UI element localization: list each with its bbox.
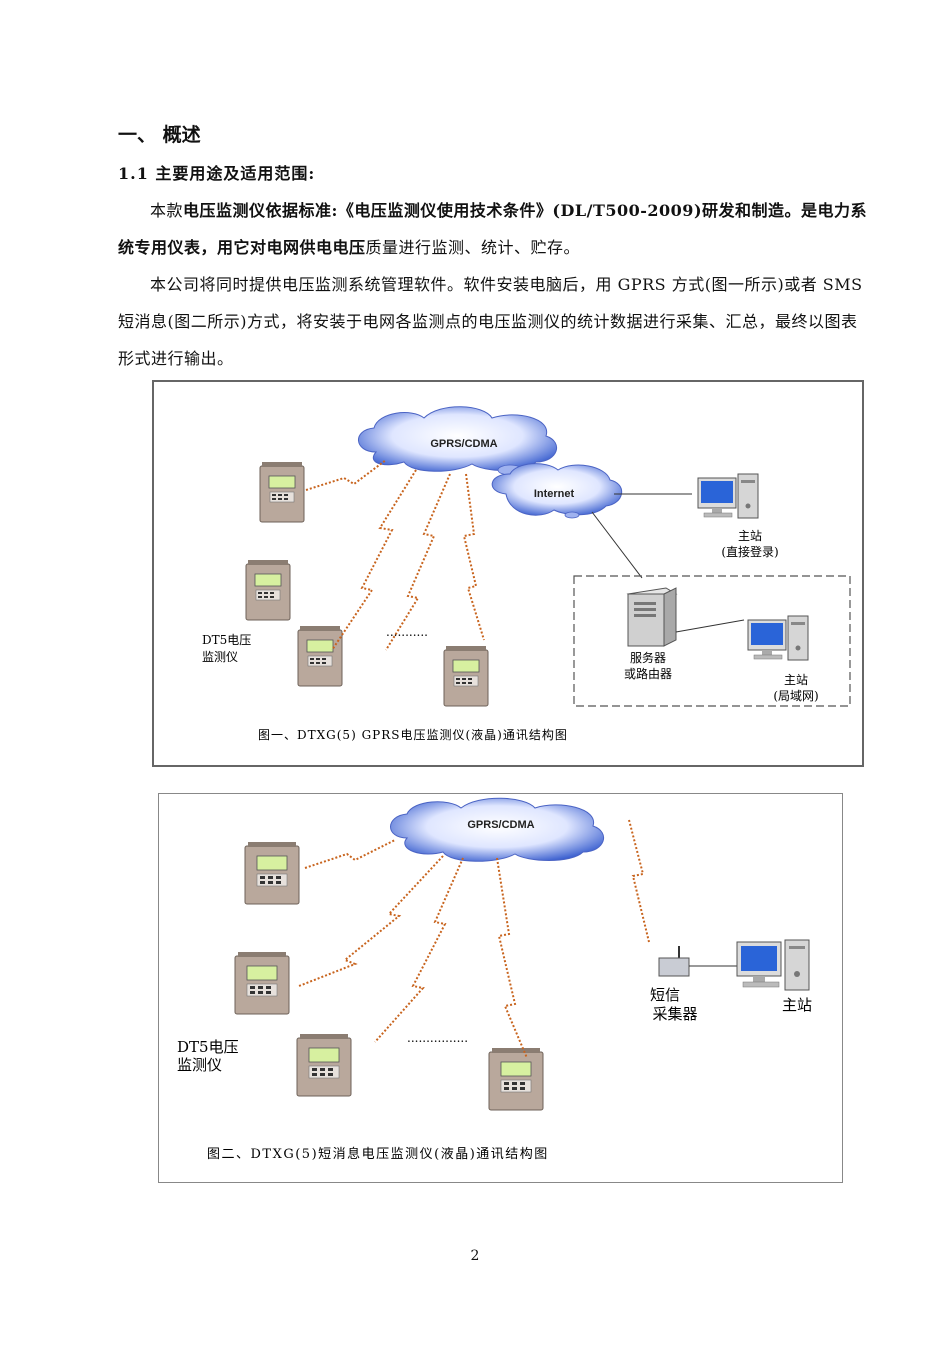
gprs-cloud: GPRS/CDMA (358, 406, 558, 472)
master-lan-line2: (局域网) (773, 689, 818, 703)
server-label-line2: 或路由器 (624, 666, 672, 681)
device-label-line2: 监测仪 (177, 1056, 222, 1074)
master-station-pc-icon (736, 939, 810, 991)
gprs-cloud: GPRS/CDMA (390, 797, 605, 862)
master-lan-line1: 主站 (784, 673, 808, 687)
monitor-device (259, 461, 305, 523)
device-ellipsis: ........... (386, 625, 428, 639)
figure2-caption: 图二、DTXG(5)短消息电压监测仪(液晶)通讯结构图 (207, 1146, 549, 1162)
server-label-line1: 服务器 (630, 650, 666, 665)
sms-collector-icon (658, 946, 690, 977)
page-number: 2 (470, 1248, 480, 1264)
device-label-line1: DT5电压 (202, 633, 251, 647)
gprs-cloud-label: GPRS/CDMA (467, 819, 534, 831)
figure-sms-diagram: GPRS/CDMA DT5电压 监测仪 ................ 短信 … (158, 793, 843, 1183)
paragraph-standard-tail: 质量进行监测、统计、贮存。 (365, 238, 581, 257)
device-ellipsis: ................ (407, 1031, 468, 1045)
section-subtitle: 1.1 主要用途及适用范围: (118, 164, 316, 183)
master-station-pc-icon (697, 473, 759, 519)
figure1-caption: 图一、DTXG(5) GPRS电压监测仪(液晶)通讯结构图 (258, 727, 568, 742)
monitor-device (443, 645, 489, 707)
gprs-cloud-label: GPRS/CDMA (430, 438, 497, 450)
internet-cloud: Internet (491, 463, 622, 516)
wireless-links (298, 819, 650, 1059)
monitor-device (234, 951, 290, 1015)
device-label-line2: 监测仪 (202, 650, 238, 664)
internet-cloud-label: Internet (534, 488, 575, 500)
paragraph-standard-lead: 本款 (150, 201, 184, 220)
monitor-device (488, 1047, 544, 1111)
master-direct-line1: 主站 (738, 529, 762, 543)
monitor-device (245, 559, 291, 621)
server-icon (626, 587, 678, 647)
lan-box (573, 575, 851, 707)
paragraph-standard: 本款电压监测仪依据标准:《电压监测仪使用技术条件》(DL/T500-2009)研… (118, 192, 868, 266)
paragraph-standard-bold: 电压监测仪依据标准:《电压监测仪使用技术条件》(DL/T500-2009)研发和… (118, 201, 868, 257)
monitor-device (297, 625, 343, 687)
master-direct-line2: (直接登录) (721, 544, 778, 559)
collector-label-line2: 采集器 (652, 1005, 697, 1023)
master-lan-pc-icon (747, 615, 809, 661)
section-title: 一、 概述 (118, 124, 201, 146)
wireless-links (305, 459, 485, 651)
monitor-device (244, 841, 300, 905)
device-label-line1: DT5电压 (177, 1038, 239, 1056)
monitor-device (296, 1033, 352, 1097)
paragraph-software: 本公司将同时提供电压监测系统管理软件。软件安装电脑后，用 GPRS 方式(图一所… (118, 275, 863, 368)
master-label: 主站 (782, 996, 812, 1014)
figure-gprs-diagram: GPRS/CDMA Internet DT5电压 监测仪 ........... (152, 380, 864, 767)
collector-label-line1: 短信 (650, 986, 680, 1004)
